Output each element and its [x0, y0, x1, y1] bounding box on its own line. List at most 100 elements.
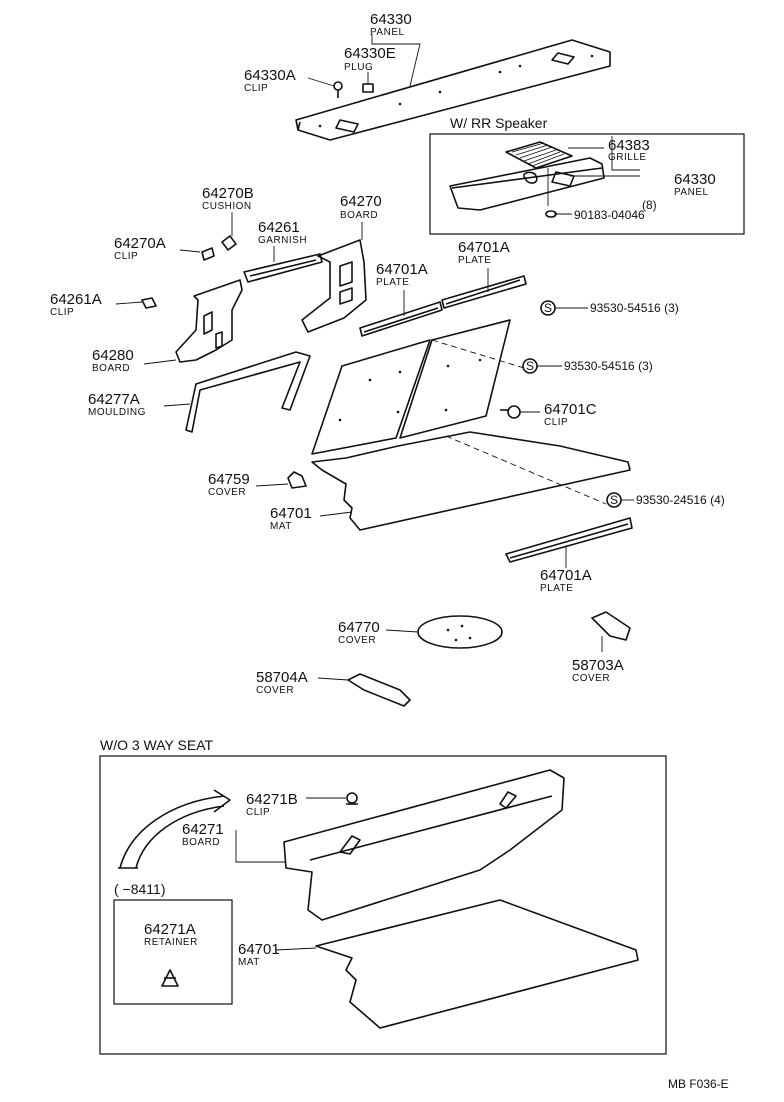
label-64261-garnish: 64261 GARNISH	[258, 219, 307, 246]
plate-64701a-bottom	[505, 517, 633, 563]
label-64383-grille: 64383 GRILLE	[608, 137, 650, 163]
part-number: 64270	[340, 193, 382, 210]
label-93530-24516: 93530-24516 (4)	[636, 493, 725, 507]
retainer-box	[113, 899, 233, 1005]
header-rr-speaker: W/ RR Speaker	[450, 115, 548, 131]
part-number: 64280	[92, 347, 134, 364]
part-number: 64701	[238, 941, 280, 958]
curved-arrow	[118, 789, 231, 869]
board-64271	[283, 769, 565, 921]
svg-text:S: S	[544, 301, 552, 315]
label-64759-cover: 64759 COVER	[208, 471, 250, 498]
label-64270b-cushion: 64270B CUSHION	[202, 185, 254, 212]
clip-64271b	[346, 792, 358, 805]
footer-code: MB F036-E	[668, 1077, 729, 1091]
part-name: PLUG	[344, 62, 373, 73]
label-64261a-clip: 64261A CLIP	[50, 291, 102, 318]
label-64701-mat: 64701 MAT	[270, 505, 312, 532]
qty-90183: (8)	[642, 198, 657, 212]
label-64270-board: 64270 BOARD	[340, 193, 382, 221]
label-64271b-clip: 64271B CLIP	[246, 791, 298, 818]
label-64701a-plate-upper: 64701A PLATE	[458, 239, 510, 266]
part-number: 64383	[608, 137, 650, 154]
part-name: GARNISH	[258, 235, 307, 246]
label-64271a-retainer: 64271A RETAINER	[144, 921, 198, 948]
part-name: MAT	[270, 521, 292, 532]
plate-64701a-left	[359, 301, 443, 337]
part-number: 64770	[338, 619, 380, 636]
part-name: PLATE	[376, 277, 409, 288]
label-93530-54516-b: 93530-54516 (3)	[564, 359, 653, 373]
speaker-panel-inset	[449, 157, 605, 218]
part-number: 64759	[208, 471, 250, 488]
label-64701-mat-lower: 64701 MAT	[238, 941, 280, 968]
part-name: CLIP	[244, 83, 268, 94]
screw-symbol-3: S	[606, 492, 622, 508]
svg-text:S: S	[610, 493, 618, 507]
part-name: RETAINER	[144, 937, 198, 948]
part-number: 64701A	[376, 261, 428, 278]
screw-symbol-1: S	[540, 300, 556, 316]
label-64770-cover: 64770 COVER	[338, 619, 380, 646]
plug-64330e	[362, 83, 374, 93]
label-93530-54516-a: 93530-54516 (3)	[590, 301, 679, 315]
label-64701a-plate-mid: 64701A PLATE	[376, 261, 428, 288]
part-number: 64330	[370, 11, 412, 28]
part-number: 64330E	[344, 45, 396, 62]
part-number: 64701A	[540, 567, 592, 584]
retainer-64271a	[161, 969, 179, 987]
part-name: COVER	[338, 635, 376, 646]
label-64277a-moulding: 64277A MOULDING	[88, 391, 146, 418]
part-name: PANEL	[674, 187, 709, 198]
label-58703a-cover: 58703A COVER	[572, 657, 624, 684]
mat-64701	[311, 431, 631, 531]
part-name: MOULDING	[88, 407, 146, 418]
label-64270a-clip: 64270A CLIP	[114, 235, 166, 262]
cover-58703a	[591, 611, 631, 641]
garnish-64261	[243, 253, 323, 283]
part-number: 64701C	[544, 401, 597, 418]
cover-64770	[417, 615, 503, 649]
label-64280-board: 64280 BOARD	[92, 347, 134, 374]
part-number: 64271B	[246, 791, 298, 808]
label-64330-panel: 64330 PANEL	[370, 11, 412, 38]
package-tray-panel	[295, 39, 611, 141]
label-64701a-plate-lower: 64701A PLATE	[540, 567, 592, 594]
mat-64701-lower	[315, 899, 639, 1029]
clip-64261a	[141, 297, 157, 309]
part-number: 64261A	[50, 291, 102, 308]
part-name: MAT	[238, 957, 260, 968]
screw-symbol-2: S	[522, 358, 538, 374]
rr-speaker-box	[429, 133, 745, 235]
part-number: 58704A	[256, 669, 308, 686]
label-58704a-cover: 58704A COVER	[256, 669, 308, 696]
wo-3way-seat-box	[99, 755, 667, 1055]
svg-text:S: S	[526, 359, 534, 373]
part-name: CUSHION	[202, 201, 252, 212]
side-board-64280	[175, 279, 243, 363]
label-64701c-clip: 64701C CLIP	[544, 401, 597, 428]
cover-64759	[287, 471, 307, 489]
header-wo-3way-seat: W/O 3 WAY SEAT	[100, 737, 214, 753]
label-64271-board: 64271 BOARD	[182, 821, 224, 848]
label-64330-panel-speaker: 64330 PANEL	[674, 171, 716, 198]
cushion-64270b	[221, 235, 237, 251]
part-name: PANEL	[370, 27, 405, 38]
date-range-label: ( −8411)	[114, 881, 166, 897]
plate-64701a-right	[441, 275, 527, 309]
part-name: BOARD	[92, 363, 130, 374]
label-90183: 90183-04046	[574, 208, 645, 222]
part-name: CLIP	[114, 251, 138, 262]
label-64330a-clip: 64330A CLIP	[244, 67, 296, 94]
part-name: CLIP	[544, 417, 568, 428]
part-name: PLATE	[458, 255, 491, 266]
clip-64330a	[333, 81, 343, 98]
part-number: 58703A	[572, 657, 624, 674]
side-board-64270	[301, 239, 367, 333]
part-number: 64261	[258, 219, 300, 236]
part-number: 64277A	[88, 391, 140, 408]
part-name: COVER	[256, 685, 294, 696]
part-number: 64271	[182, 821, 224, 838]
part-name: CLIP	[246, 807, 270, 818]
